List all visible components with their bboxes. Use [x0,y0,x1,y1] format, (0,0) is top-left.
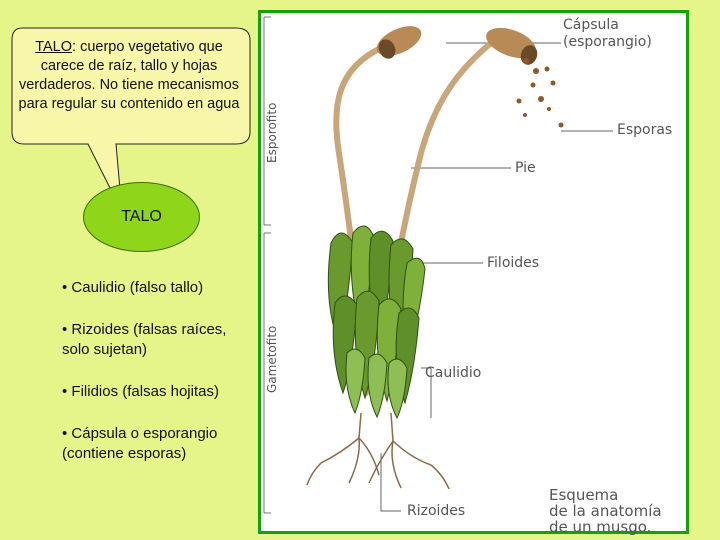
gametofito-label: Gametofito [265,325,279,393]
list-item: • Caulidio (falso tallo) [62,279,204,296]
rizoides-label: Rizoides [407,503,466,519]
pie-label: Pie [515,160,536,176]
esporangio-label: (esporangio) [563,34,652,50]
esporas-label: Esporas [617,122,673,138]
callout-text: TALO: cuerpo vegetativo que carece de ra… [18,38,240,114]
list-item: • Rizoides (falsas raíces, solo sujetan) [62,321,227,358]
caulidio-label: Caulidio [425,365,482,381]
talo-oval-label: TALO [121,208,162,225]
rhizoids [306,412,450,490]
moss-illustration [263,16,613,514]
leaves [327,225,426,420]
definition-callout: TALO: cuerpo vegetativo que carece de ra… [0,0,270,220]
esporofito-label: Esporofito [265,102,279,163]
capsula-label: Cápsula [563,17,619,33]
moss-anatomy-figure: Esporofito Gametofito Cápsula (esporangi… [258,10,689,536]
caption-line-1: Esquema [549,486,619,504]
bracket-lines [263,16,271,514]
caption-line-3: de un musgo. [549,518,652,536]
parts-list: • Caulidio (falso tallo) • Rizoides (fal… [62,278,252,486]
list-item: • Cápsula o esporangio (contiene esporas… [62,425,218,462]
talo-oval: TALO [83,182,200,252]
filoides-label: Filoides [487,255,540,271]
spores [516,58,564,128]
callout-term: TALO [35,39,73,55]
callout-definition: : cuerpo vegetativo que carece de raíz, … [18,39,240,112]
caption-line-2: de la anatomía [549,502,662,520]
list-item: • Filidios (falsas hojitas) [62,383,219,400]
capsules [376,26,538,65]
callout-bubble [11,27,251,213]
